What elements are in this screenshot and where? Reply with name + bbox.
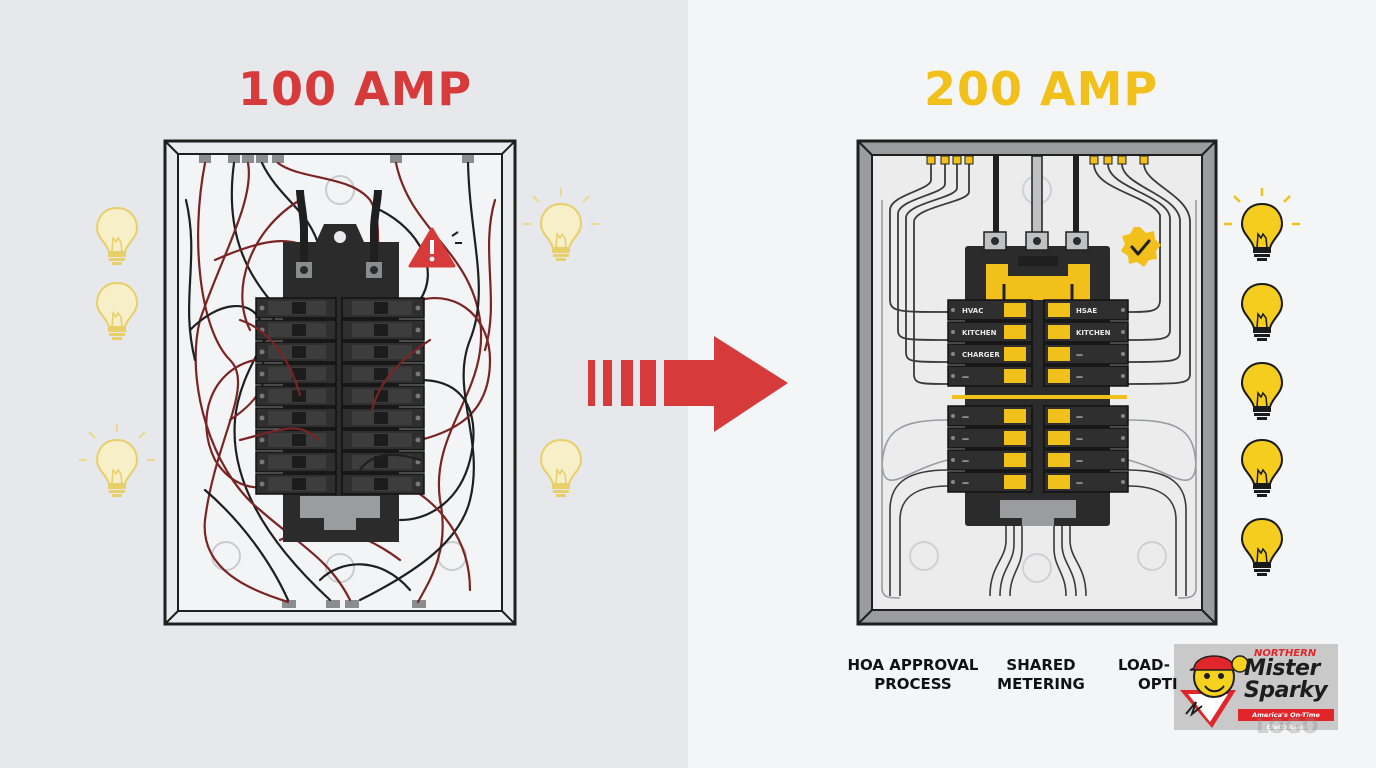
breaker: HVAC	[947, 299, 1033, 321]
caption-line: LOAD-	[1118, 656, 1170, 674]
caption-line: METERING	[997, 675, 1085, 693]
breaker	[255, 407, 337, 429]
lightbulb-icon	[1222, 186, 1302, 262]
logo-name: Mister Sparky	[1244, 656, 1328, 703]
breaker-column-right	[341, 297, 425, 495]
breaker: —	[1043, 405, 1129, 427]
breaker: —	[1043, 365, 1129, 387]
breaker-label: —	[962, 373, 969, 381]
caption-load-management: LOAD- OPTI	[1118, 656, 1180, 694]
breaker-column-left-200: HVAC KITCHEN CHARGER — — — — —	[947, 299, 1033, 493]
breaker-column-right-200: HSAE KITCHEN — — — — — —	[1043, 299, 1129, 493]
breaker-column-left	[255, 297, 337, 495]
breaker	[341, 297, 425, 319]
lightbulb-icon	[522, 187, 600, 262]
breaker	[341, 363, 425, 385]
check-badge-icon	[1121, 227, 1161, 267]
caption-line: OPTI	[1138, 675, 1178, 693]
lightbulb-icon	[1241, 283, 1283, 342]
breaker: —	[1043, 427, 1129, 449]
breaker-label: —	[1076, 435, 1083, 443]
breaker: —	[947, 449, 1033, 471]
lightbulb-icon	[1241, 362, 1283, 421]
breaker	[255, 473, 337, 495]
breaker	[255, 341, 337, 363]
lightbulb-icon	[96, 207, 138, 266]
breaker-label: —	[1076, 479, 1083, 487]
title-100-amp: 100 AMP	[238, 62, 473, 116]
logo-name-line: Mister	[1244, 656, 1320, 681]
breaker-label: —	[962, 457, 969, 465]
logo-tagline: America's On-Time Electrician	[1238, 709, 1334, 731]
arrow-right-icon	[588, 336, 788, 432]
breaker	[341, 385, 425, 407]
breaker-label: —	[1076, 413, 1083, 421]
breaker	[341, 429, 425, 451]
breaker: —	[947, 365, 1033, 387]
breaker: —	[1043, 471, 1129, 493]
caption-hoa-approval: HOA APPROVAL PROCESS	[838, 656, 988, 694]
title-200-amp: 200 AMP	[924, 62, 1159, 116]
breaker	[255, 451, 337, 473]
warning-icon	[408, 227, 462, 268]
breaker-label: —	[962, 413, 969, 421]
caption-shared-metering: SHARED METERING	[996, 656, 1086, 694]
lightbulb-icon	[1241, 439, 1283, 498]
logo-watermark: LOGO	[1256, 714, 1319, 738]
breaker	[255, 319, 337, 341]
lightbulb-icon	[96, 282, 138, 341]
breaker-label: HVAC	[962, 307, 983, 315]
breaker	[255, 385, 337, 407]
breaker-label: —	[1076, 351, 1083, 359]
breaker: —	[947, 471, 1033, 493]
breaker	[341, 407, 425, 429]
breaker	[255, 363, 337, 385]
breaker	[341, 473, 425, 495]
breaker: CHARGER	[947, 343, 1033, 365]
breaker: KITCHEN	[947, 321, 1033, 343]
breaker	[341, 319, 425, 341]
logo-name-line: Sparky	[1244, 678, 1328, 703]
breaker-label: —	[1076, 457, 1083, 465]
breaker-label: HSAE	[1076, 307, 1097, 315]
logo-northern: NORTHERN	[1254, 648, 1317, 659]
breaker-label: CHARGER	[962, 351, 1000, 359]
panel-200-amp: HVAC KITCHEN CHARGER — — — — — HSAE KITCHEN — — — — —…	[856, 139, 1218, 626]
panel-100-amp	[163, 139, 517, 626]
breaker-label: KITCHEN	[1076, 329, 1111, 337]
breaker-label: —	[962, 479, 969, 487]
breaker	[341, 451, 425, 473]
breaker-label: KITCHEN	[962, 329, 997, 337]
lightbulb-icon	[540, 439, 582, 498]
breaker: HSAE	[1043, 299, 1129, 321]
breaker: —	[1043, 343, 1129, 365]
caption-line: SHARED	[1006, 656, 1076, 674]
breaker: —	[947, 427, 1033, 449]
caption-line: PROCESS	[874, 675, 952, 693]
breaker-label: —	[962, 435, 969, 443]
breaker: KITCHEN	[1043, 321, 1129, 343]
breaker: —	[947, 405, 1033, 427]
breaker	[255, 429, 337, 451]
lightbulb-icon	[1241, 518, 1283, 577]
breaker-label: —	[1076, 373, 1083, 381]
caption-line: HOA APPROVAL	[847, 656, 979, 674]
breaker	[255, 297, 337, 319]
lightbulb-icon	[78, 423, 156, 498]
breaker	[341, 341, 425, 363]
breaker: —	[1043, 449, 1129, 471]
